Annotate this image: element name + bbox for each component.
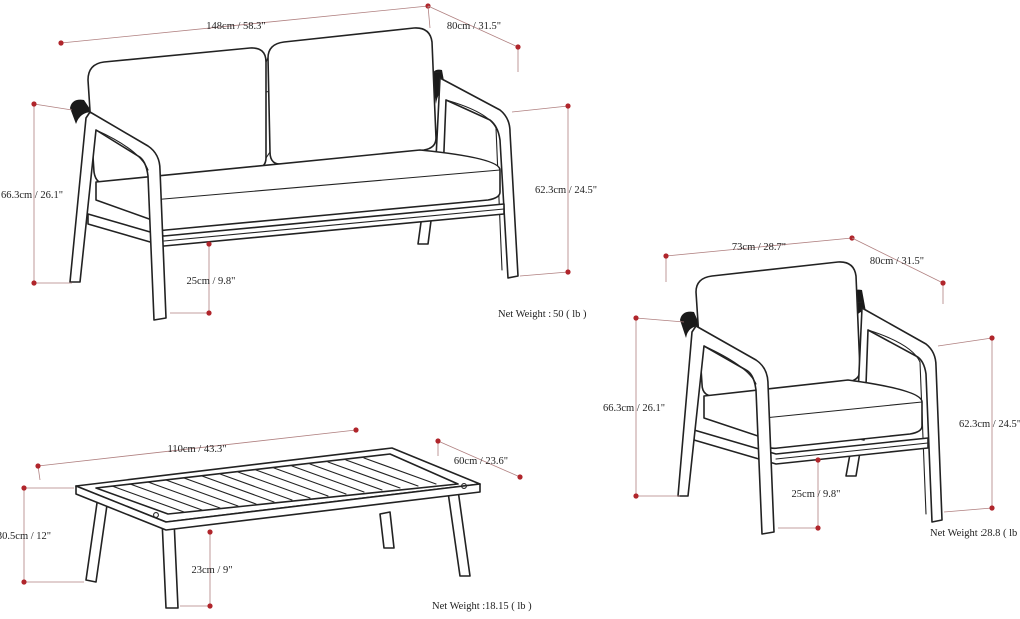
table-height-dot-bottom (21, 579, 27, 585)
sofa-arm-height-line (511, 105, 569, 277)
table-height-line (23, 487, 84, 583)
chair-height-line (635, 317, 685, 497)
sofa-back-cushion-piping (265, 57, 271, 159)
table-leg-rear-right (379, 511, 395, 549)
sofa-weight-label: Net Weight : (498, 309, 551, 320)
table-leg-front-left (85, 495, 109, 583)
chair-arm-height-dot-bottom (989, 505, 995, 511)
chair-height-dot-bottom (633, 493, 639, 499)
chair-arm-left-inner (703, 345, 757, 385)
chair-weight-label: Net Weight : (930, 528, 983, 539)
table-weight-label: Net Weight : (432, 601, 485, 612)
sofa-drawing (69, 27, 519, 321)
table-width-label: 110cm / 43.3" (167, 444, 226, 455)
table-leg-front-mid (161, 519, 179, 609)
chair-seat-rail-line (775, 442, 929, 460)
chair-weight-value: 28.8 ( lb ) (982, 528, 1020, 539)
sofa-rope-left (70, 99, 92, 124)
sofa-height-dot-top (31, 101, 37, 107)
chair-seat-front-edge (763, 401, 923, 419)
chair-width-label: 73cm / 28.7" (732, 242, 786, 253)
chair-drawing (677, 261, 943, 535)
table-height-dot-top (21, 485, 27, 491)
chair-arm-height-line (937, 337, 993, 513)
sofa-arm-right-inner (445, 99, 503, 271)
table-depth-dot-end (517, 474, 523, 480)
sofa-height-dot-bottom (31, 280, 37, 286)
chair-depth-dot (940, 280, 946, 286)
chair-width-line (665, 237, 853, 282)
chair-arm-height-dot-top (989, 335, 995, 341)
sofa-width-dot-start (58, 40, 64, 46)
table-clearance-line (180, 532, 211, 607)
table-height-label: 30.5cm / 12" (0, 531, 51, 542)
table-bolt-left (153, 512, 159, 518)
sofa-depth-line (427, 5, 519, 72)
sofa-clearance-dot-bottom (206, 310, 212, 316)
sofa-weight-value: 50 ( lb ) (553, 309, 587, 320)
sofa-seat-front-edge (151, 169, 501, 201)
sofa-seat-rail (87, 203, 505, 247)
sofa-arm-left-frame (69, 111, 167, 321)
table-clearance-dot-top (207, 529, 213, 535)
chair-width-dot-start (663, 253, 669, 259)
chair-height-label: 66.3cm / 26.1" (603, 403, 665, 414)
chair-clearance-line (778, 460, 819, 529)
table-drawing (75, 447, 481, 609)
sofa-height-label: 66.3cm / 26.1" (1, 190, 63, 201)
table-clearance-label: 23cm / 9" (191, 565, 232, 576)
sofa-height-line (33, 103, 73, 284)
table-top-inner (95, 453, 459, 515)
sofa-arm-height-label: 62.3cm / 24.5" (535, 185, 597, 196)
sofa-width-line (60, 5, 429, 44)
chair-back-cushion (695, 261, 861, 398)
table-weight-value: 18.15 ( lb ) (485, 601, 532, 612)
sofa-clearance-line (170, 244, 210, 314)
sofa-back-cushion-right (267, 27, 437, 166)
table-depth-label: 60cm / 23.6" (454, 456, 508, 467)
chair-arm-height-label: 62.3cm / 24.5" (959, 419, 1020, 430)
sofa-depth-dot (515, 44, 521, 50)
chair-clearance-dot-top (815, 457, 821, 463)
sofa-arm-height-dot-bottom (565, 269, 571, 275)
chair-clearance-label: 25cm / 9.8" (792, 489, 841, 500)
table-leg-front-right (447, 489, 471, 577)
table-bolt-right (461, 483, 467, 489)
sofa-back-cushion-left (87, 47, 267, 186)
sofa-arm-left-inner (95, 129, 149, 171)
chair-depth-line (851, 237, 944, 304)
table-clearance-dot-bottom (207, 603, 213, 609)
table-depth-dot-start (435, 438, 441, 444)
sofa-width-ext (427, 5, 431, 29)
table-width-dot-end (353, 427, 359, 433)
chair-clearance-dot-bottom (815, 525, 821, 531)
table-slats (111, 457, 437, 513)
sofa-width-label: 148cm / 58.3" (206, 21, 265, 32)
table-width-dot-start (35, 463, 41, 469)
table-dimensions: 110cm / 43.3" 60cm / 23.6" 30.5cm / 12" … (0, 427, 532, 612)
chair-dimensions: 73cm / 28.7" 80cm / 31.5" 66.3cm / 26.1"… (603, 235, 1020, 539)
sofa-dimensions: 148cm / 58.3" 80cm / 31.5" 66.3cm / 26.1… (1, 3, 597, 320)
table-top-edge (75, 483, 481, 531)
sofa-clearance-dot-top (206, 241, 212, 247)
sofa-seat-rail-line (163, 208, 505, 242)
chair-height-dot-top (633, 315, 639, 321)
sofa-depth-label: 80cm / 31.5" (447, 21, 501, 32)
sofa-arm-height-dot-top (565, 103, 571, 109)
chair-depth-label: 80cm / 31.5" (870, 256, 924, 267)
chair-rope-left (680, 311, 700, 338)
chair-arm-right-inner (867, 329, 927, 515)
sofa-clearance-label: 25cm / 9.8" (187, 276, 236, 287)
